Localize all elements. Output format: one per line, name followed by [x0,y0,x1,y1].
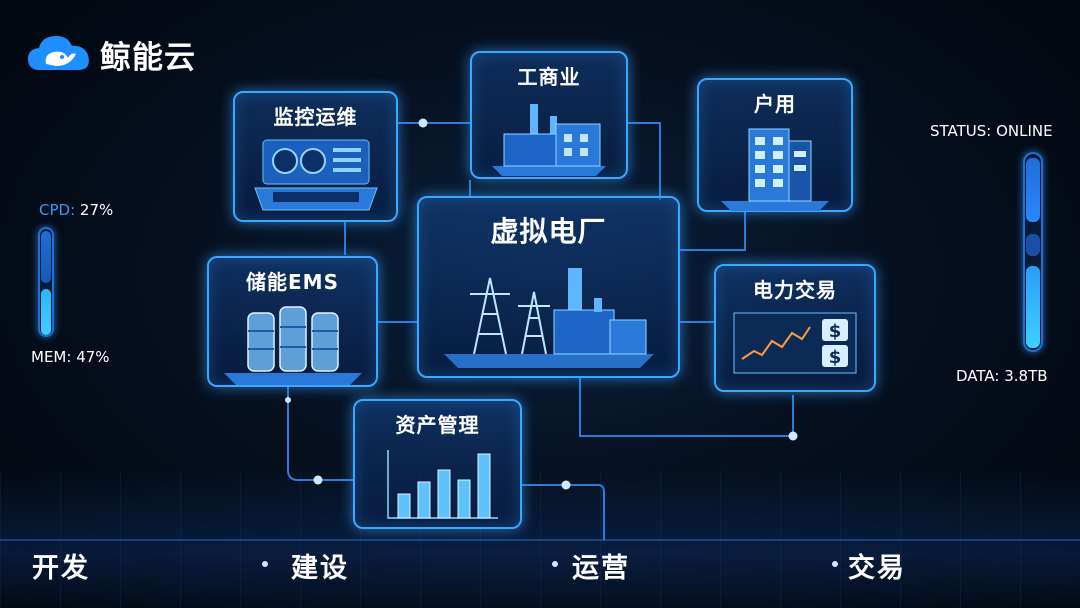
status-metric: STATUS: ONLINE [930,122,1053,140]
battery-stack-icon [209,299,376,387]
bar-chart-icon [355,442,520,526]
cpu-gauge [38,227,54,337]
card-title: 资产管理 [395,413,480,437]
card-storage-ems[interactable]: 储能EMS [207,256,378,387]
building-icon [699,121,851,213]
stage-trade: 交易 [848,553,906,584]
card-household[interactable]: 户用 [697,78,853,212]
card-title: 户用 [754,92,796,116]
stage-develop: 开发 [32,553,90,584]
card-monitoring[interactable]: 监控运维 [233,91,398,222]
card-asset-management[interactable]: 资产管理 [353,399,522,529]
grid-floor [0,470,1080,608]
card-title: 电力交易 [753,278,837,302]
card-title: 储能EMS [246,270,339,294]
whale-cloud-icon [26,30,94,78]
stage-operate: 运营 [572,553,630,584]
svg-text:$: $ [829,347,842,368]
status-gauge [1023,152,1043,352]
brand-name: 鲸能云 [100,39,196,76]
brand-logo: 鲸能云 [26,30,196,78]
mem-metric: MEM: 47% [31,348,110,366]
cpu-metric: CPD: 27% [39,201,114,219]
card-power-trading[interactable]: 电力交易 $ $ [714,264,876,392]
lifecycle-bar: 开发 建设 运营 交易 [0,538,1080,594]
stage-construct: 建设 [291,553,349,584]
card-industrial[interactable]: 工商业 [470,51,628,179]
control-console-icon [235,134,396,216]
trading-chart-icon: $ $ [716,307,874,379]
card-title: 虚拟电厂 [490,215,607,248]
svg-text:$: $ [829,321,842,342]
factory-icon [472,94,626,178]
card-title: 工商业 [517,65,581,89]
card-virtual-power-plant[interactable]: 虚拟电厂 [417,196,680,378]
data-metric: DATA: 3.8TB [956,367,1048,385]
card-title: 监控运维 [273,105,358,129]
lifecycle-track [0,539,1080,567]
power-plant-icon [419,254,678,372]
